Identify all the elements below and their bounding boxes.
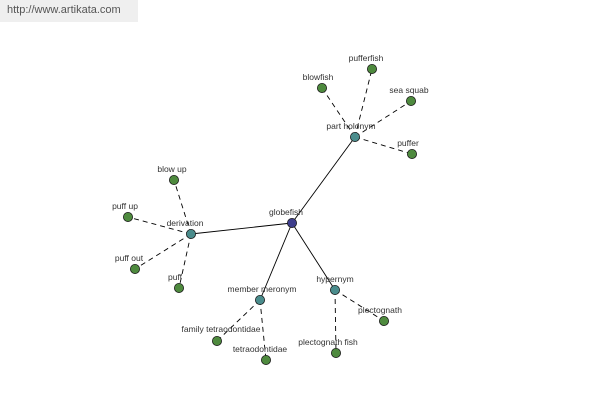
- node-puffer[interactable]: [406, 148, 417, 159]
- node-sea-squab-label: sea squab: [389, 85, 428, 95]
- node-puff-up[interactable]: [123, 211, 134, 222]
- node-puff-out[interactable]: [129, 263, 140, 274]
- node-member-meronym-label: member meronym: [228, 284, 297, 294]
- graph-nodes: [123, 64, 417, 365]
- node-hypernym[interactable]: [329, 284, 340, 295]
- edge-part-holonym-sea-squab: [354, 100, 412, 138]
- edge-member-meronym-tetraodontidae: [259, 299, 267, 361]
- node-member-meronym[interactable]: [254, 294, 265, 305]
- edge-hypernym-plectognath: [334, 289, 385, 322]
- node-plectognath-fish-label: plectognath fish: [298, 337, 358, 347]
- edge-globefish-part-holonym: [291, 136, 356, 224]
- node-puff-up-label: puff up: [112, 201, 138, 211]
- node-globefish-label: globefish: [269, 207, 303, 217]
- node-part-holonym[interactable]: [349, 131, 360, 142]
- edge-derivation-blow-up: [173, 179, 192, 235]
- edge-hypernym-plectognath-fish: [334, 289, 337, 354]
- graph-labels: globefish part holonym blowfish pufferfish s…: [112, 53, 429, 354]
- url-banner: http://www.artikata.com: [0, 0, 138, 22]
- node-tetraodontidae-label: tetraodontidae: [233, 344, 288, 354]
- node-family-tetraodontidae[interactable]: [211, 335, 222, 346]
- edge-globefish-derivation: [190, 222, 293, 235]
- site-link[interactable]: http://www.artikata.com: [7, 4, 121, 16]
- node-plectognath-label: plectognath: [358, 305, 402, 315]
- node-family-tetraodontidae-label: family tetraodontidae: [182, 324, 261, 334]
- edge-derivation-puff-out: [134, 233, 192, 270]
- node-blowfish-label: blowfish: [303, 72, 334, 82]
- node-part-holonym-label: part holonym: [326, 121, 375, 131]
- edge-part-holonym-blowfish: [321, 87, 356, 138]
- node-plectognath[interactable]: [378, 315, 389, 326]
- node-derivation-label: derivation: [167, 218, 204, 228]
- edge-derivation-puff: [178, 233, 192, 289]
- edge-globefish-hypernym: [291, 222, 336, 291]
- node-puffer-label: puffer: [397, 138, 419, 148]
- node-tetraodontidae[interactable]: [260, 354, 271, 365]
- edge-part-holonym-puffer: [354, 136, 413, 155]
- edge-part-holonym-pufferfish: [354, 68, 373, 138]
- edge-globefish-member-meronym: [259, 222, 293, 301]
- node-puff-label: puff: [168, 272, 183, 282]
- node-pufferfish-label: pufferfish: [349, 53, 384, 63]
- node-hypernym-label: hypernym: [316, 274, 353, 284]
- edge-derivation-puff-up: [127, 216, 192, 235]
- node-sea-squab[interactable]: [405, 96, 416, 107]
- edge-member-meronym-family-tetraodontidae: [216, 299, 261, 342]
- node-derivation[interactable]: [185, 228, 196, 239]
- node-blow-up[interactable]: [168, 174, 179, 185]
- node-puff[interactable]: [173, 282, 184, 293]
- node-pufferfish[interactable]: [366, 64, 377, 75]
- node-blowfish[interactable]: [316, 83, 327, 94]
- node-blow-up-label: blow up: [157, 164, 187, 174]
- node-puff-out-label: puff out: [115, 253, 144, 263]
- node-globefish[interactable]: [286, 217, 297, 228]
- graph-edges: [127, 68, 413, 361]
- node-plectognath-fish[interactable]: [330, 347, 341, 358]
